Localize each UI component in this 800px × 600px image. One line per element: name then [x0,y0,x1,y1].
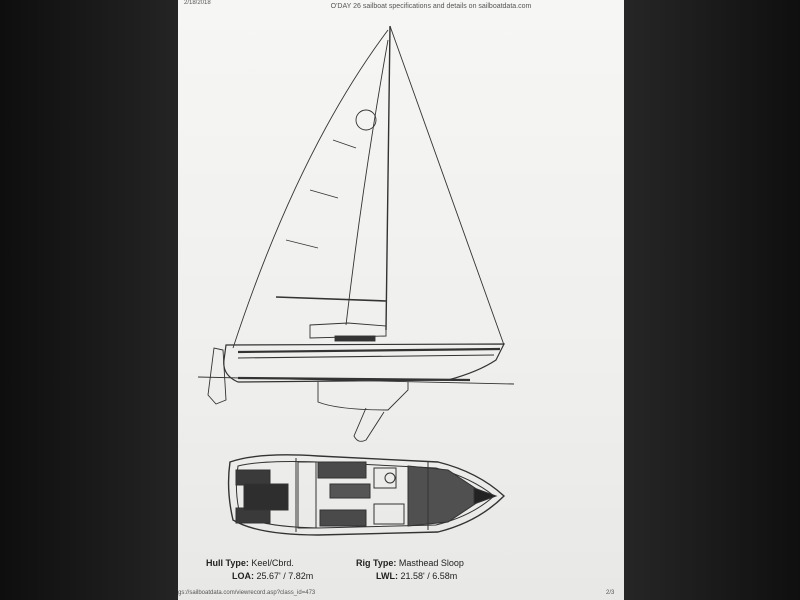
sail-insignia [355,109,377,131]
cabin-house [309,322,387,339]
centerboard [353,407,385,442]
hull-type-value: Keel/Cbrd. [251,558,294,568]
jib-leech [345,39,389,326]
background-left [0,0,178,600]
rig-type-value: Masthead Sloop [398,558,464,568]
mainsail-leech [232,29,389,349]
loa-spec: LOA: 25.67' / 7.82m [232,571,313,581]
boom [275,296,387,302]
footer-url: gs://sailboatdata.com/viewrecord.asp?cla… [178,590,316,596]
rudder [207,347,227,405]
page-number: 2/3 [606,590,615,596]
hull-type-spec: Hull Type: Keel/Cbrd. [206,558,294,568]
keel [317,382,409,411]
print-date: 2/18/2018 [184,0,211,6]
sailboat-drawing [197,25,515,536]
rig-type-spec: Rig Type: Masthead Sloop [356,558,464,568]
background-right [624,0,800,600]
hull-type-label: Hull Type: [206,558,249,568]
deck-plan [227,454,506,536]
lwl-spec: LWL: 21.58' / 6.58m [376,571,457,581]
mast [385,25,391,331]
page-header-title: O'DAY 26 sailboat specifications and det… [330,3,532,10]
lwl-value: 21.58' / 6.58m [400,571,458,581]
rig-type-label: Rig Type: [356,558,397,568]
printed-page: 2/18/2018 O'DAY 26 sailboat specificatio… [178,0,624,600]
forestay [389,25,505,346]
loa-label: LOA: [232,571,254,581]
loa-value: 25.67' / 7.82m [256,571,314,581]
lwl-label: LWL: [376,571,398,581]
